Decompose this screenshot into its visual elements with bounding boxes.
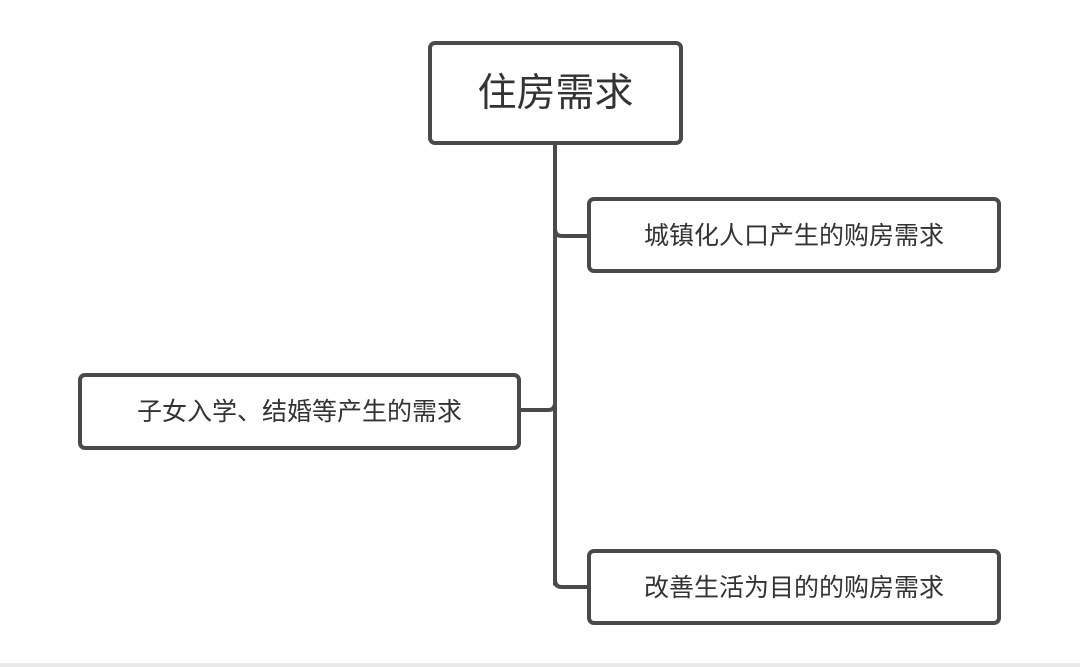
connector-to-school-marriage-demand [519,401,557,412]
school-marriage-demand-label: 子女入学、结婚等产生的需求 [136,397,462,426]
housing-demand-root-label: 住房需求 [477,70,634,116]
connector-to-urbanization-demand [553,227,589,238]
connector-to-improvement-demand [553,578,589,589]
improvement-demand-node: 改善生活为目的的购房需求 [587,549,1001,625]
bottom-divider [0,663,1080,667]
school-marriage-demand-node: 子女入学、结婚等产生的需求 [78,373,521,450]
improvement-demand-label: 改善生活为目的的购房需求 [643,572,944,602]
housing-demand-root-node: 住房需求 [428,41,683,145]
urbanization-demand-node: 城镇化人口产生的购房需求 [587,197,1001,273]
urbanization-demand-label: 城镇化人口产生的购房需求 [643,220,944,250]
